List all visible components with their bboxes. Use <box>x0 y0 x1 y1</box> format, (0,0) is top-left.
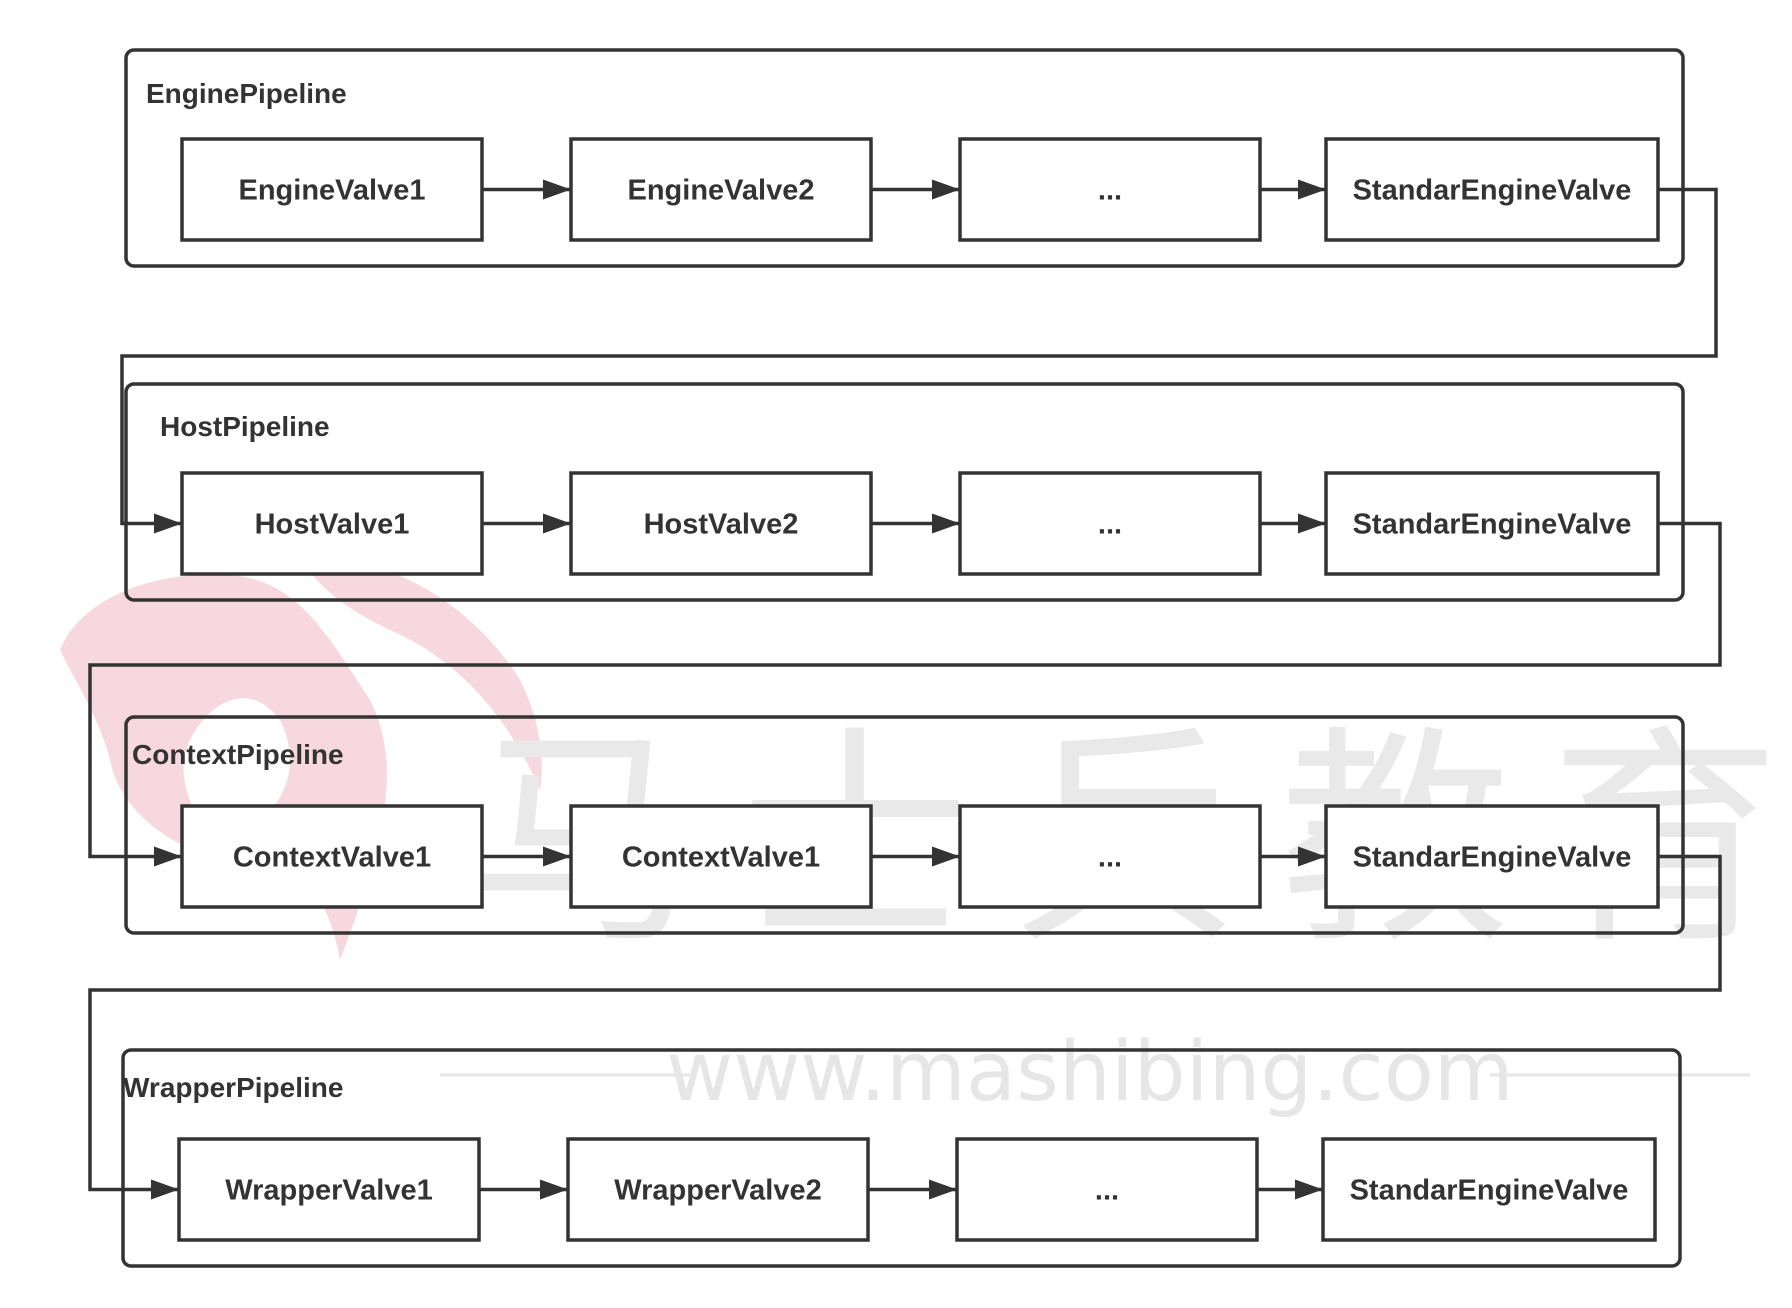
pipeline-connector <box>88 854 1722 1200</box>
valve-label: EngineValve2 <box>628 175 815 207</box>
valve-label: StandarEngineValve <box>1353 842 1632 874</box>
valve-box-contextvalve1 <box>569 804 873 909</box>
watermark-url: www.mashibing.com <box>666 1025 1513 1120</box>
valve-label: EngineValve1 <box>239 175 426 207</box>
valve-box-wrappervalve1 <box>177 1137 481 1242</box>
valve-label: StandarEngineValve <box>1353 175 1632 207</box>
valve-box-ellipsis <box>958 471 1262 576</box>
valve-label: ... <box>1095 1175 1119 1207</box>
valve-box-ellipsis <box>958 804 1262 909</box>
valve-box-enginevalve2 <box>569 137 873 242</box>
pipeline-connector <box>88 521 1722 867</box>
valve-box-hostvalve2 <box>569 471 873 576</box>
contextpipeline-box <box>124 715 1685 935</box>
valve-label: ... <box>1098 509 1122 541</box>
valve-label: StandarEngineValve <box>1353 509 1632 541</box>
valve-label: ContextValve1 <box>622 842 820 874</box>
pipeline-label: ContextPipeline <box>132 739 344 770</box>
valve-box-standarenginevalve <box>1324 137 1660 242</box>
hostpipeline-box <box>124 382 1685 602</box>
pipeline-label: EnginePipeline <box>146 78 347 109</box>
pipeline-label: WrapperPipeline <box>123 1072 343 1103</box>
valve-label: WrapperValve2 <box>614 1175 821 1207</box>
valve-label: StandarEngineValve <box>1350 1175 1629 1207</box>
valve-box-standarenginevalve <box>1324 804 1660 909</box>
wrapperpipeline-box <box>121 1048 1682 1268</box>
valve-box-hostvalve1 <box>180 471 484 576</box>
enginepipeline-box <box>124 48 1685 268</box>
watermark-logo-swoosh-icon <box>300 558 542 790</box>
valve-label: ... <box>1098 842 1122 874</box>
valve-label: WrapperValve1 <box>225 1175 432 1207</box>
connectors-layer <box>88 187 1722 1200</box>
valve-box-standarenginevalve <box>1324 471 1660 576</box>
valve-label: ContextValve1 <box>233 842 431 874</box>
valve-label: HostValve2 <box>644 509 799 541</box>
valve-label: ... <box>1098 175 1122 207</box>
pipeline-connector <box>120 187 1718 534</box>
pipeline-label: HostPipeline <box>160 411 330 442</box>
valve-label: HostValve1 <box>255 509 410 541</box>
valve-box-ellipsis <box>958 137 1262 242</box>
valve-box-enginevalve1 <box>180 137 484 242</box>
